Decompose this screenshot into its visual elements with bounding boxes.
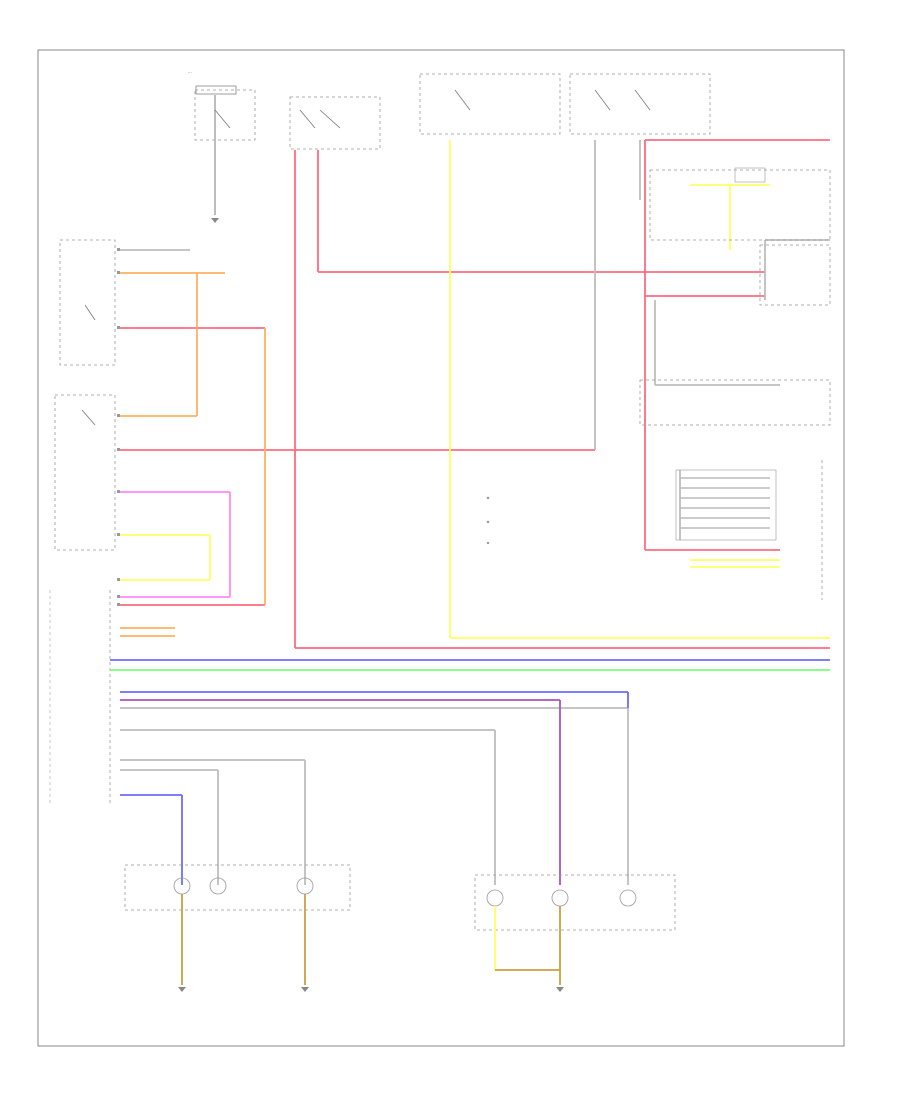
lamp-icon: [209, 877, 227, 895]
lamp-icon: [486, 889, 504, 907]
fuse-block-right-a: [419, 73, 561, 135]
legend-markers: [486, 496, 490, 545]
ground-wires: [181, 894, 561, 985]
yellow-wires: [120, 140, 830, 639]
right-lamp-assembly: [474, 874, 676, 931]
lamp-icon: [551, 889, 569, 907]
left-lamp-assembly: [124, 864, 351, 911]
lamp-icon: [619, 889, 637, 907]
gray-wires: [120, 140, 830, 885]
right-module-top: [649, 167, 831, 241]
svg-text:...: ...: [188, 69, 192, 74]
pink-wires: [120, 491, 231, 598]
diagram-border: [37, 49, 845, 1047]
violet-wires: [120, 699, 561, 885]
ground-symbols: [178, 218, 564, 992]
fuse-block-middle: [289, 96, 381, 150]
connector-ticks: [117, 248, 120, 606]
fuse-block-left: ...: [188, 69, 256, 215]
light-switch: [54, 394, 116, 551]
fuse-block-right-b: [569, 73, 711, 135]
orange-wires: [120, 272, 266, 637]
emergency-flasher-switch: [59, 239, 116, 366]
blue-wires: [110, 659, 830, 885]
right-module-middle: [759, 244, 831, 306]
right-module-bottom: [639, 379, 831, 426]
red-wires: [120, 139, 830, 649]
ground-distribution: [675, 469, 777, 541]
